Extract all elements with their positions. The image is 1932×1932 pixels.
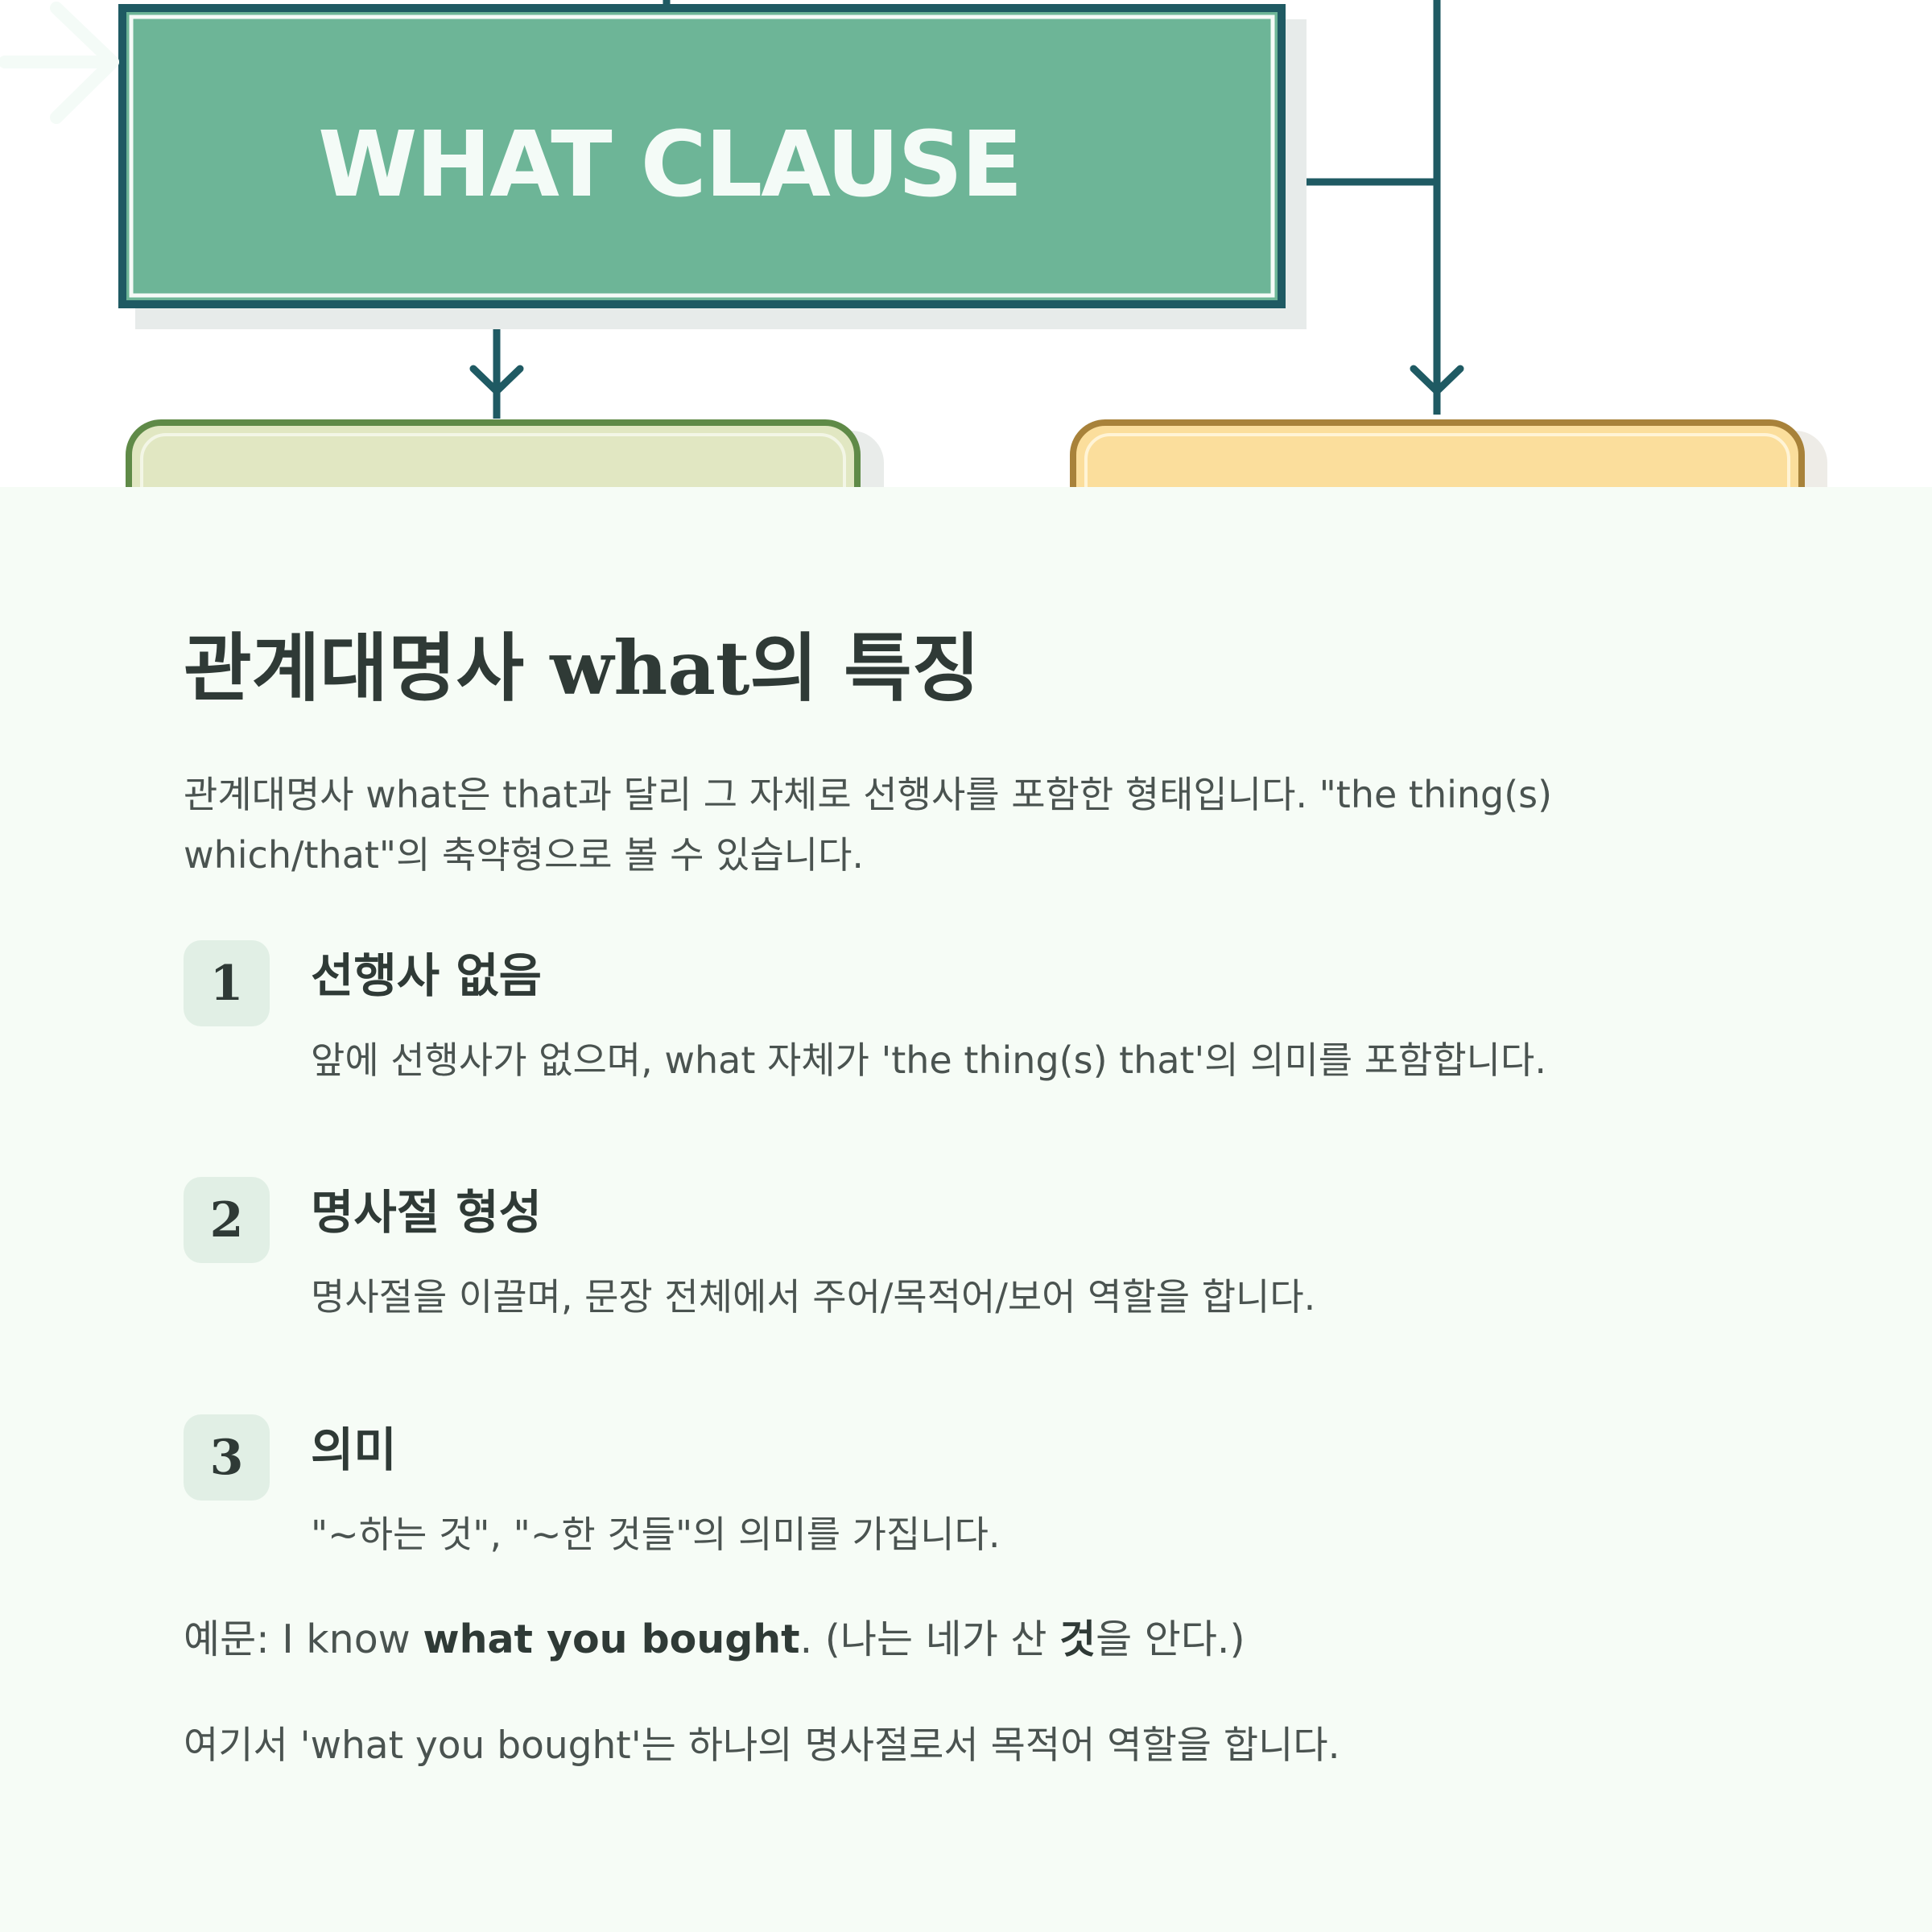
feature-number-badge: 2 — [184, 1177, 270, 1263]
left-box-inner-border — [140, 433, 846, 487]
feature-number-badge: 3 — [184, 1414, 270, 1501]
feature-description: "~하는 것", "~한 것들"의 의미를 가집니다. — [311, 1513, 1001, 1556]
content-section: 관계대명사 what의 특징 관계대명사 what은 that과 달리 그 자체… — [0, 487, 1932, 1932]
main-box-label: WHAT CLAUSE — [318, 113, 1023, 217]
example-prefix: 예문: I know — [184, 1616, 423, 1662]
what-clause-diagram: WHAT CLAUSE — [0, 0, 1932, 487]
right-box — [1070, 419, 1805, 487]
main-box-inner-border — [129, 14, 1275, 298]
diagram-graphic — [118, 0, 1827, 487]
intro-paragraph: 관계대명사 what은 that과 달리 그 자체로 선행사를 포함한 형태입니… — [184, 773, 1553, 877]
example-sentence: 예문: I know what you bought. (나는 네가 산 것을 … — [184, 1614, 1245, 1666]
example-middle: . (나는 네가 산 — [799, 1616, 1060, 1662]
feature-title: 선행사 없음 — [311, 948, 542, 1003]
feature-description: 명사절을 이끌며, 문장 전체에서 주어/목적어/보어 역할을 합니다. — [311, 1275, 1316, 1319]
main-box — [118, 4, 1286, 308]
example-highlight: what you bought — [423, 1616, 800, 1662]
feature-description: 앞에 선행사가 없으며, what 자체가 'the thing(s) that… — [311, 1038, 1546, 1082]
arrow-right-icon — [0, 2, 119, 124]
arrowhead-right — [1410, 365, 1464, 395]
page-title: 관계대명사 what의 특징 — [184, 625, 980, 712]
example-suffix: 을 안다.) — [1096, 1616, 1245, 1662]
example-highlight-korean: 것 — [1059, 1616, 1096, 1662]
feature-number-badge: 1 — [184, 940, 270, 1026]
arrowhead-left — [469, 365, 524, 395]
right-box-inner-border — [1084, 433, 1790, 487]
example-explanation: 여기서 'what you bought'는 하나의 명사절로서 목적어 역할을… — [184, 1724, 1340, 1768]
feature-title: 명사절 형성 — [311, 1185, 542, 1240]
left-box — [126, 419, 861, 487]
feature-title: 의미 — [311, 1422, 397, 1477]
